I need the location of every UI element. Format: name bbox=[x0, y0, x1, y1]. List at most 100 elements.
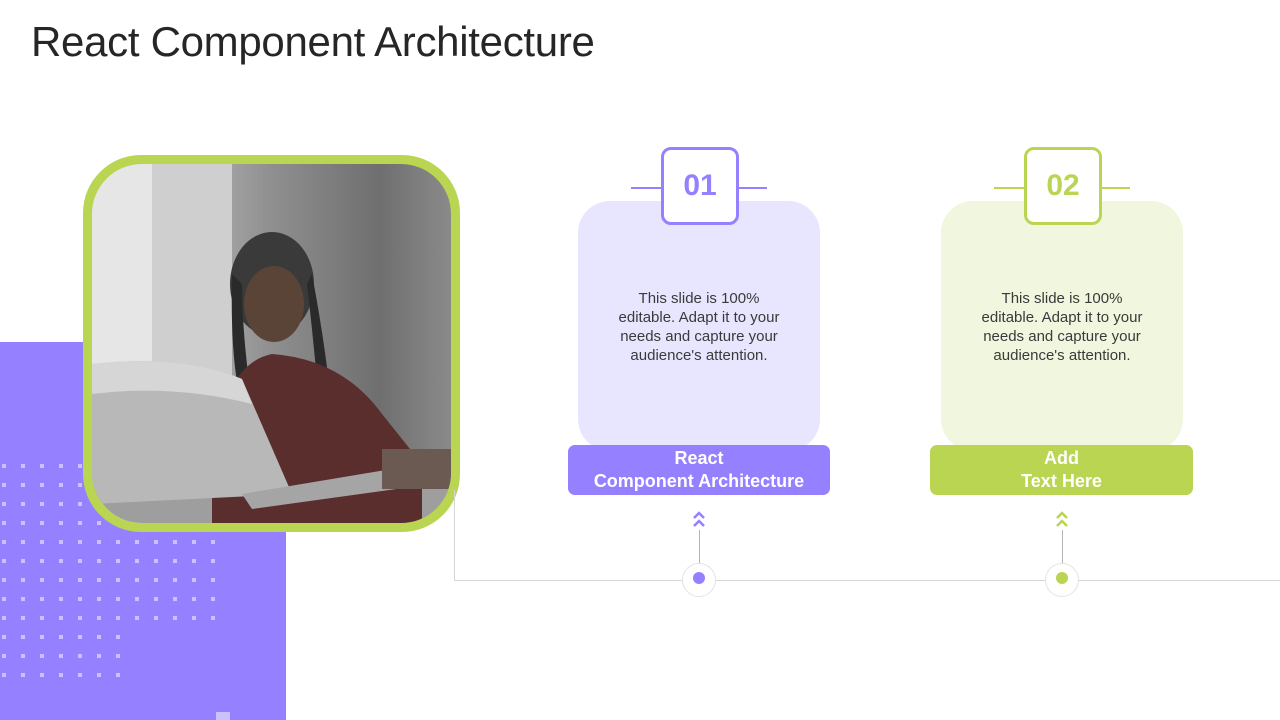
dot bbox=[97, 654, 101, 658]
dot bbox=[116, 559, 120, 563]
dot bbox=[116, 540, 120, 544]
dot bbox=[40, 521, 44, 525]
dot bbox=[59, 616, 63, 620]
dot bbox=[21, 521, 25, 525]
dot bbox=[211, 616, 215, 620]
dot bbox=[154, 616, 158, 620]
dot bbox=[192, 559, 196, 563]
dot bbox=[154, 540, 158, 544]
dot bbox=[211, 559, 215, 563]
dot bbox=[97, 635, 101, 639]
dot bbox=[116, 673, 120, 677]
dot bbox=[59, 597, 63, 601]
dot bbox=[2, 464, 6, 468]
dot bbox=[2, 654, 6, 658]
timeline-connector bbox=[454, 490, 455, 581]
dot bbox=[116, 635, 120, 639]
dot bbox=[154, 578, 158, 582]
dot bbox=[40, 559, 44, 563]
timeline-line bbox=[454, 580, 1280, 581]
dot bbox=[40, 673, 44, 677]
step-2-stem bbox=[1062, 530, 1063, 575]
dot bbox=[40, 578, 44, 582]
dot bbox=[116, 654, 120, 658]
step-1-node-dot bbox=[693, 572, 705, 584]
dot bbox=[135, 616, 139, 620]
photo-illustration bbox=[92, 164, 451, 523]
dot bbox=[2, 597, 6, 601]
dot bbox=[2, 483, 6, 487]
step-2-number: 02 bbox=[1024, 147, 1102, 225]
dot bbox=[78, 464, 82, 468]
dot bbox=[135, 597, 139, 601]
dot bbox=[21, 597, 25, 601]
dot bbox=[2, 521, 6, 525]
dot bbox=[78, 597, 82, 601]
dot bbox=[59, 654, 63, 658]
dot bbox=[59, 521, 63, 525]
dot bbox=[192, 578, 196, 582]
dot bbox=[59, 559, 63, 563]
dot bbox=[135, 540, 139, 544]
dot bbox=[154, 597, 158, 601]
step-1-stem bbox=[699, 530, 700, 575]
step-1-chevron-up-icon bbox=[693, 511, 705, 527]
step-2-body: This slide is 100% editable. Adapt it to… bbox=[981, 290, 1143, 364]
dot bbox=[173, 578, 177, 582]
dot bbox=[211, 540, 215, 544]
step-2-node-dot bbox=[1056, 572, 1068, 584]
decorative-square bbox=[216, 712, 230, 720]
dot bbox=[59, 502, 63, 506]
dot bbox=[59, 483, 63, 487]
step-1-body: This slide is 100% editable. Adapt it to… bbox=[618, 290, 780, 364]
dot bbox=[40, 616, 44, 620]
dot bbox=[40, 502, 44, 506]
dot bbox=[97, 559, 101, 563]
dot bbox=[59, 635, 63, 639]
dot bbox=[97, 521, 101, 525]
dot bbox=[78, 540, 82, 544]
dot bbox=[40, 597, 44, 601]
dot bbox=[97, 616, 101, 620]
dot bbox=[40, 540, 44, 544]
dot bbox=[97, 597, 101, 601]
dot bbox=[40, 635, 44, 639]
dot bbox=[78, 559, 82, 563]
dot bbox=[2, 616, 6, 620]
dot bbox=[40, 483, 44, 487]
dot bbox=[2, 559, 6, 563]
dot bbox=[192, 597, 196, 601]
dot bbox=[211, 597, 215, 601]
dot bbox=[21, 635, 25, 639]
dot bbox=[21, 559, 25, 563]
step-2-card: This slide is 100% editable. Adapt it to… bbox=[941, 201, 1183, 451]
dot bbox=[59, 464, 63, 468]
dot bbox=[78, 502, 82, 506]
dot bbox=[116, 616, 120, 620]
dot bbox=[78, 578, 82, 582]
step-1-number: 01 bbox=[661, 147, 739, 225]
dot bbox=[154, 559, 158, 563]
dot bbox=[97, 540, 101, 544]
dot bbox=[59, 673, 63, 677]
dot bbox=[59, 578, 63, 582]
step-2-chevron-up-icon bbox=[1056, 511, 1068, 527]
dot bbox=[192, 616, 196, 620]
step-2-label: Add Text Here bbox=[930, 445, 1193, 495]
dot bbox=[21, 673, 25, 677]
dot bbox=[2, 673, 6, 677]
dot bbox=[192, 540, 196, 544]
photo-frame bbox=[83, 155, 460, 532]
dot bbox=[21, 464, 25, 468]
dot bbox=[135, 578, 139, 582]
step-1-label: React Component Architecture bbox=[568, 445, 830, 495]
dot bbox=[78, 635, 82, 639]
dot bbox=[78, 521, 82, 525]
dot bbox=[40, 464, 44, 468]
dot bbox=[2, 540, 6, 544]
dot bbox=[21, 483, 25, 487]
step-1-card: This slide is 100% editable. Adapt it to… bbox=[578, 201, 820, 451]
dot bbox=[2, 635, 6, 639]
dot bbox=[116, 597, 120, 601]
dot bbox=[2, 502, 6, 506]
